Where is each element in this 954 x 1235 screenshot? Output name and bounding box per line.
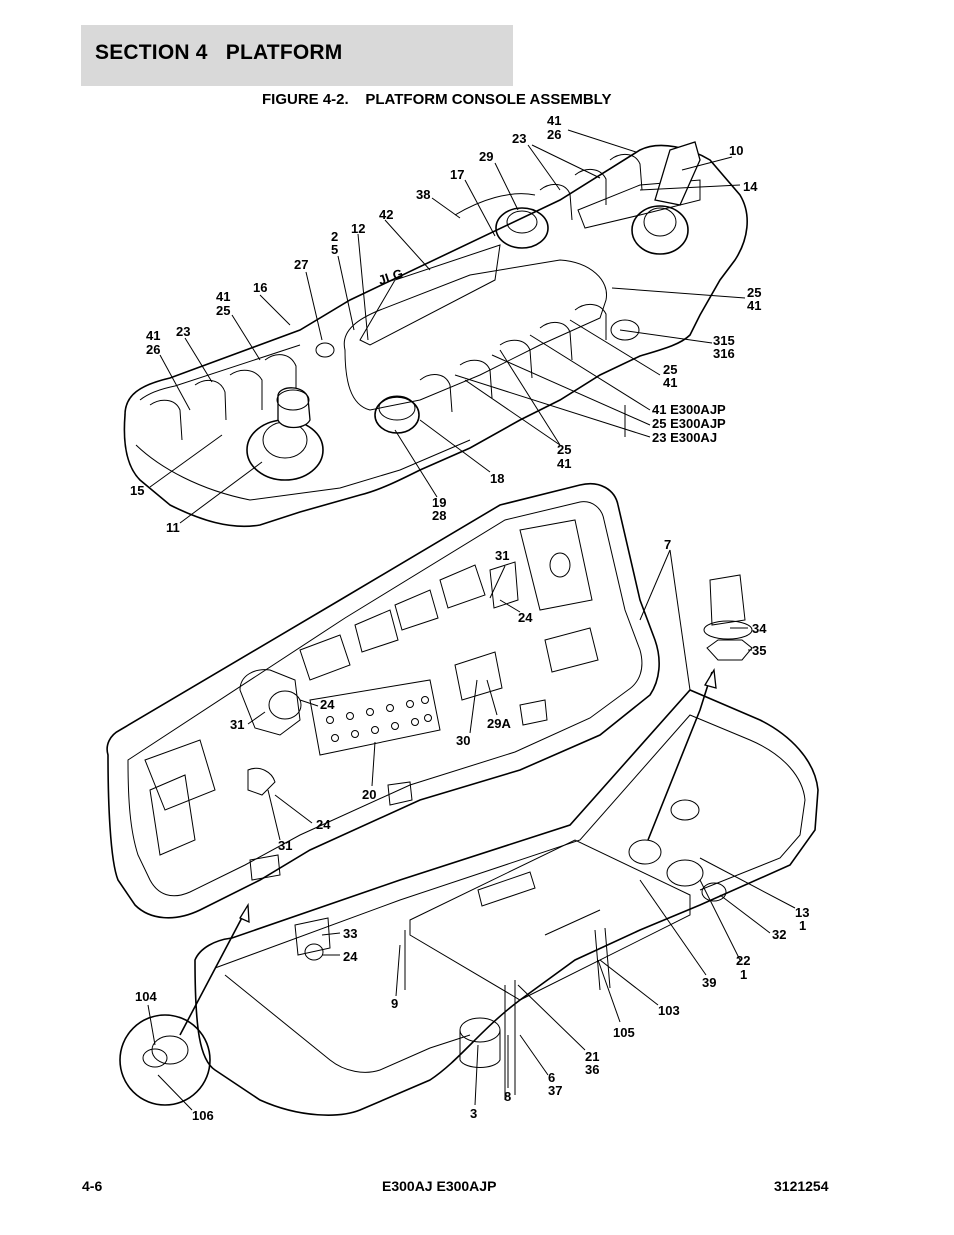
callout-36: 36 bbox=[585, 1062, 599, 1077]
page-number: 4-6 bbox=[82, 1178, 103, 1194]
callout-13: 13 bbox=[795, 905, 809, 920]
console-box bbox=[119, 574, 819, 1116]
callout-25-e300ajp: 25 E300AJP bbox=[652, 416, 726, 431]
figure-title: FIGURE 4-2. PLATFORM CONSOLE ASSEMBLY bbox=[262, 91, 612, 108]
callout-39: 39 bbox=[702, 975, 716, 990]
callout-104: 104 bbox=[135, 989, 157, 1004]
callout-23-e300aj: 23 E300AJ bbox=[652, 430, 717, 445]
callout-24: 24 bbox=[316, 817, 331, 832]
callout-15: 15 bbox=[130, 483, 144, 498]
callout-18: 18 bbox=[490, 471, 504, 486]
callout-33: 33 bbox=[343, 926, 357, 941]
callout-41: 41 bbox=[216, 289, 230, 304]
callout-14: 14 bbox=[743, 179, 758, 194]
callout-31: 31 bbox=[495, 548, 509, 563]
callout-20: 20 bbox=[362, 787, 376, 802]
callout-11: 11 bbox=[166, 520, 180, 535]
callout-26: 26 bbox=[146, 342, 160, 357]
callout-25: 25 bbox=[216, 303, 230, 318]
callout-103: 103 bbox=[658, 1003, 680, 1018]
callout-25: 25 bbox=[747, 285, 761, 300]
leader-lines bbox=[147, 129, 796, 1111]
callout-22: 22 bbox=[736, 953, 750, 968]
callout-1: 1 bbox=[799, 918, 806, 933]
callout-42: 42 bbox=[379, 207, 393, 222]
callout-34: 34 bbox=[752, 621, 767, 636]
callout-105: 105 bbox=[613, 1025, 635, 1040]
section-header: SECTION 4 PLATFORM bbox=[81, 25, 513, 86]
callout-38: 38 bbox=[416, 187, 430, 202]
callout-30: 30 bbox=[456, 733, 470, 748]
callout-1: 1 bbox=[740, 967, 747, 982]
callout-labels: 41 26 23 10 14 29 17 38 42 12 2 5 27 16 … bbox=[130, 113, 809, 1123]
callout-41: 41 bbox=[663, 375, 677, 390]
callout-19: 19 bbox=[432, 495, 446, 510]
callout-41-e300ajp: 41 E300AJP bbox=[652, 402, 726, 417]
callout-41: 41 bbox=[547, 113, 561, 128]
callout-41: 41 bbox=[146, 328, 160, 343]
callout-41: 41 bbox=[557, 456, 571, 471]
callout-32: 32 bbox=[772, 927, 786, 942]
callout-9: 9 bbox=[391, 996, 398, 1011]
callout-26: 26 bbox=[547, 127, 561, 142]
callout-16: 16 bbox=[253, 280, 267, 295]
callout-25: 25 bbox=[663, 362, 677, 377]
callout-5: 5 bbox=[331, 242, 338, 257]
callout-106: 106 bbox=[192, 1108, 214, 1123]
callout-24: 24 bbox=[320, 697, 335, 712]
callout-23: 23 bbox=[176, 324, 190, 339]
section-title: SECTION 4 PLATFORM bbox=[95, 41, 343, 64]
callout-28: 28 bbox=[432, 508, 446, 523]
callout-27: 27 bbox=[294, 257, 308, 272]
callout-25: 25 bbox=[557, 442, 571, 457]
callout-23: 23 bbox=[512, 131, 526, 146]
callout-8: 8 bbox=[504, 1089, 511, 1104]
callout-35: 35 bbox=[752, 643, 766, 658]
callout-29a: 29A bbox=[487, 716, 511, 731]
jlg-logo-text: JLG bbox=[376, 266, 405, 288]
callout-6: 6 bbox=[548, 1070, 555, 1085]
callout-31: 31 bbox=[278, 838, 292, 853]
callout-3: 3 bbox=[470, 1106, 477, 1121]
model-name: E300AJ E300AJP bbox=[382, 1178, 497, 1194]
callout-37: 37 bbox=[548, 1083, 562, 1098]
callout-7: 7 bbox=[664, 537, 671, 552]
callout-315: 315 bbox=[713, 333, 735, 348]
callout-2: 2 bbox=[331, 229, 338, 244]
callout-24: 24 bbox=[518, 610, 533, 625]
callout-41: 41 bbox=[747, 298, 761, 313]
callout-29: 29 bbox=[479, 149, 493, 164]
callout-24: 24 bbox=[343, 949, 358, 964]
callout-17: 17 bbox=[450, 167, 464, 182]
callout-10: 10 bbox=[729, 143, 743, 158]
callout-12: 12 bbox=[351, 221, 365, 236]
callout-316: 316 bbox=[713, 346, 735, 361]
callout-31: 31 bbox=[230, 717, 244, 732]
console-top-panel: JLG bbox=[123, 141, 748, 528]
console-lid bbox=[106, 483, 660, 919]
document-number: 3121254 bbox=[774, 1178, 829, 1194]
callout-21: 21 bbox=[585, 1049, 599, 1064]
